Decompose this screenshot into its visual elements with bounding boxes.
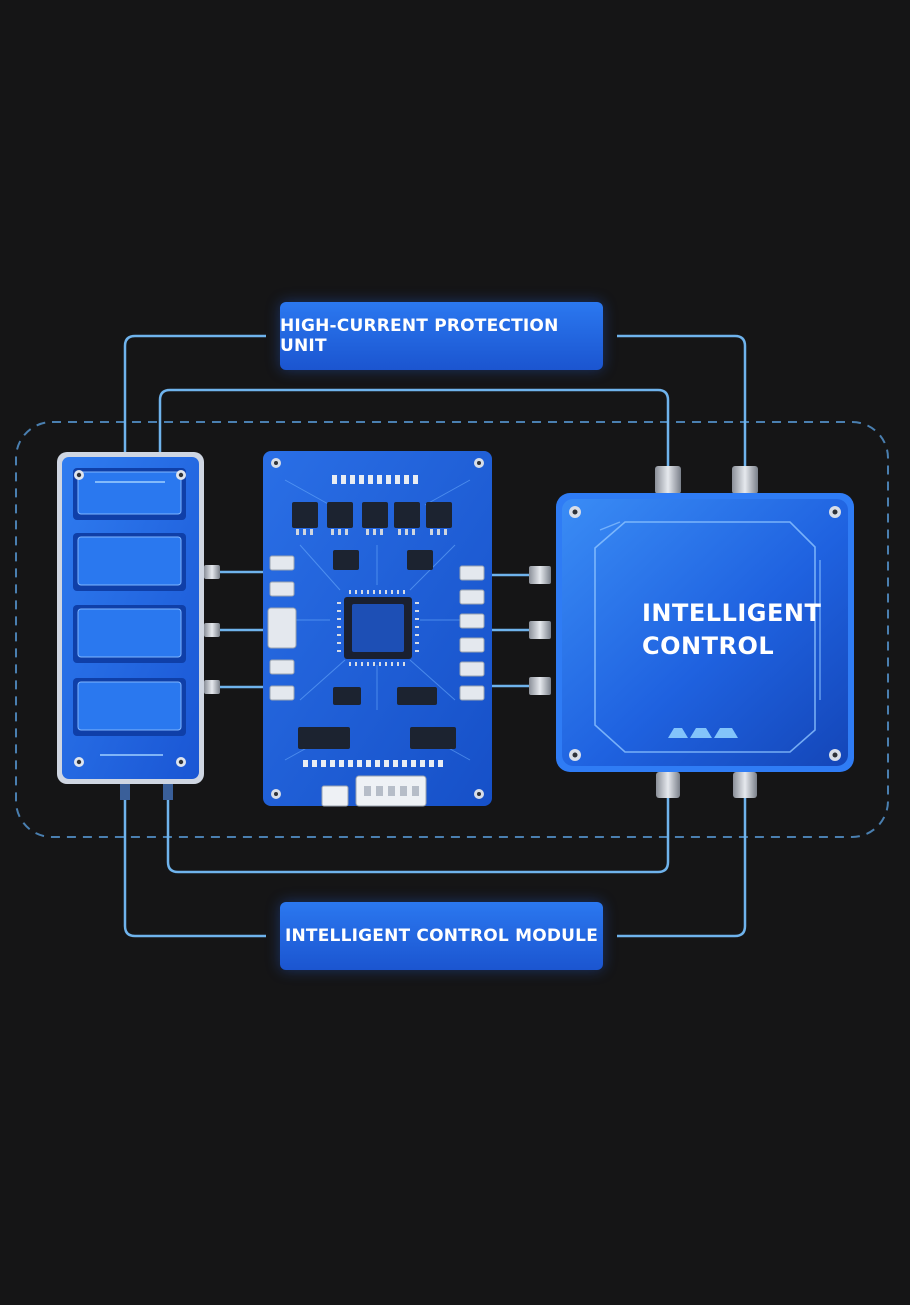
relay-module: [57, 452, 204, 800]
dashed-enclosure: [15, 421, 889, 838]
wire-top-inner: [158, 388, 670, 468]
wire-top-outer-right: [617, 334, 747, 468]
control-box-title: INTELLIGENT CONTROL: [642, 597, 842, 663]
wire-bottom-inner: [166, 798, 670, 874]
intelligent-control-module-label: INTELLIGENT CONTROL MODULE: [280, 902, 603, 970]
relay-connectors: [204, 565, 220, 694]
pcb-board: [263, 451, 492, 807]
label-bottom-text: INTELLIGENT CONTROL MODULE: [284, 926, 599, 946]
relay-slot: [73, 533, 186, 591]
label-box-top-bg: [280, 302, 603, 370]
wire-bottom-outer-right: [617, 798, 747, 938]
label-box-bottom-bg: [280, 902, 603, 970]
control-title-line2: CONTROL: [642, 632, 775, 660]
wire-bottom-outer-left: [123, 798, 266, 938]
wires: [123, 334, 747, 938]
label-top-text: HIGH-CURRENT PROTECTION UNIT: [280, 316, 559, 356]
control-title-line1: INTELLIGENT: [642, 599, 822, 627]
high-current-protection-unit-label: HIGH-CURRENT PROTECTION UNIT: [280, 302, 603, 370]
relay-slot: [73, 605, 186, 663]
relay-slot: [73, 678, 186, 736]
relay-slot: [73, 468, 186, 520]
control-box: [556, 466, 854, 798]
control-side-connectors: [529, 566, 551, 695]
wire-top-outer-left: [123, 334, 266, 452]
